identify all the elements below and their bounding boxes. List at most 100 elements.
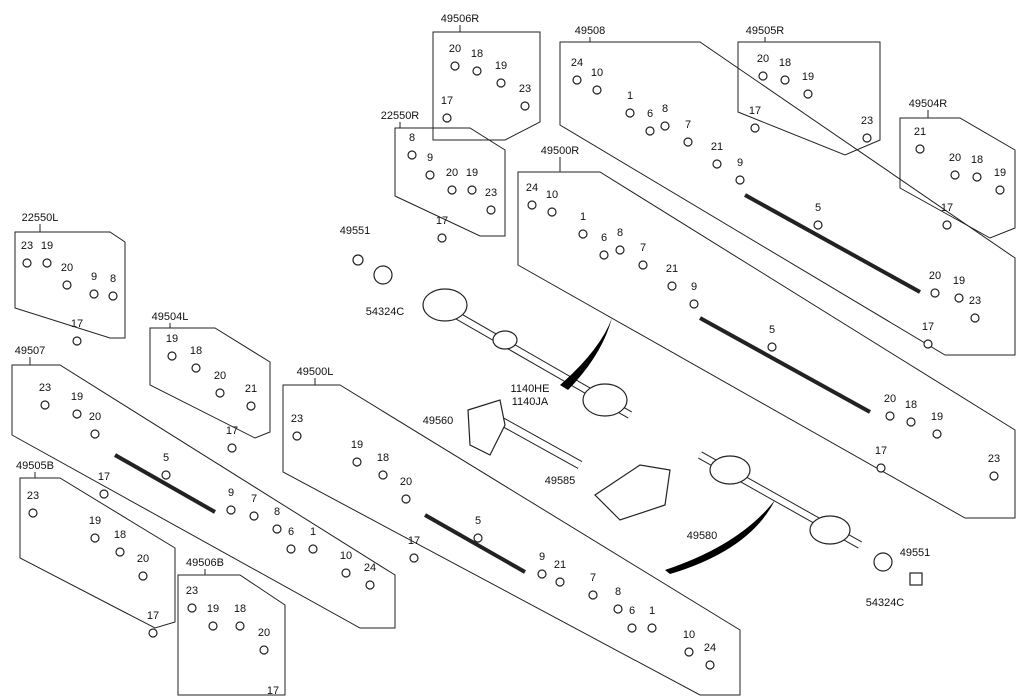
part-ring xyxy=(108,291,118,301)
part-number-label: 20 xyxy=(89,411,101,423)
part-ring xyxy=(705,660,715,670)
part-ring xyxy=(684,647,694,657)
part-ring xyxy=(409,553,419,563)
part-number-label: 23 xyxy=(27,490,39,502)
part-number-label: 17 xyxy=(147,610,159,622)
part-ring xyxy=(758,71,768,81)
part-ring xyxy=(22,258,32,268)
part-ring xyxy=(89,289,99,299)
cv-boot-outer xyxy=(422,288,468,322)
shaft-49500L xyxy=(424,513,526,574)
part-number-label: 19 xyxy=(166,333,178,345)
damper xyxy=(492,330,518,350)
part-number-label: 6 xyxy=(601,232,607,244)
part-number-label: 20 xyxy=(449,43,461,55)
part-ring xyxy=(578,229,588,239)
assembly-panel xyxy=(11,364,396,629)
assembly-title: 49500R xyxy=(541,145,580,157)
part-number-label: 18 xyxy=(114,529,126,541)
part-number-label: 10 xyxy=(546,189,558,201)
part-ring xyxy=(447,185,457,195)
part-number-label: 19 xyxy=(71,391,83,403)
part-number-label: 8 xyxy=(617,227,623,239)
part-ring xyxy=(689,299,699,309)
part-ring xyxy=(712,159,722,169)
callout-label: 54324C xyxy=(366,306,405,318)
assembly-title: 49505B xyxy=(16,460,54,472)
part-ring xyxy=(249,511,259,521)
part-number-label: 20 xyxy=(400,476,412,488)
part-number-label: 21 xyxy=(914,126,926,138)
part-ring xyxy=(191,363,201,373)
part-ring xyxy=(472,66,482,76)
part-number-label: 20 xyxy=(949,152,961,164)
part-ring xyxy=(246,401,256,411)
part-number-label: 20 xyxy=(446,167,458,179)
part-ring xyxy=(572,75,582,85)
part-number-label: 18 xyxy=(377,452,389,464)
part-number-label: 17 xyxy=(441,95,453,107)
part-ring xyxy=(450,61,460,71)
cv-boot-left-outer xyxy=(709,455,751,485)
part-number-label: 17 xyxy=(408,535,420,547)
part-ring xyxy=(442,113,452,123)
part-number-label: 23 xyxy=(21,240,33,252)
part-ring xyxy=(972,172,982,182)
part-ring xyxy=(638,260,648,270)
part-number-label: 20 xyxy=(214,370,226,382)
part-ring xyxy=(401,494,411,504)
part-ring xyxy=(660,121,670,131)
dust-ring-54324c xyxy=(373,265,393,285)
part-number-label: 19 xyxy=(89,515,101,527)
part-ring xyxy=(407,150,417,160)
part-ring xyxy=(425,170,435,180)
assembly-panel xyxy=(517,171,1016,519)
part-number-label: 19 xyxy=(207,603,219,615)
assembly-title: 49508 xyxy=(575,25,606,37)
part-number-label: 20 xyxy=(884,393,896,405)
part-ring xyxy=(292,431,302,441)
part-number-label: 23 xyxy=(988,453,1000,465)
callout-label: 49580 xyxy=(687,530,718,542)
assembly-title: 49505R xyxy=(746,25,785,37)
part-ring xyxy=(62,280,72,290)
part-number-label: 20 xyxy=(61,262,73,274)
part-ring xyxy=(42,258,52,268)
part-number-label: 18 xyxy=(234,603,246,615)
callout-label: 49585 xyxy=(545,475,576,487)
part-number-label: 9 xyxy=(539,551,545,563)
part-number-label: 1 xyxy=(649,605,655,617)
callout-label: 49560 xyxy=(423,415,454,427)
part-number-label: 9 xyxy=(427,152,433,164)
part-ring xyxy=(148,628,158,638)
part-ring xyxy=(970,313,980,323)
part-ring xyxy=(378,470,388,480)
part-ring xyxy=(473,533,483,543)
part-ring xyxy=(599,250,609,260)
assembly-panel xyxy=(19,477,176,629)
assembly-panel xyxy=(737,41,881,156)
part-ring xyxy=(683,137,693,147)
part-ring xyxy=(259,645,269,655)
assembly-title: 49507 xyxy=(15,345,46,357)
bearing-bracket xyxy=(467,399,506,456)
part-number-label: 6 xyxy=(629,605,635,617)
assembly-panel xyxy=(432,31,541,141)
assembly-panel xyxy=(282,384,741,696)
part-number-label: 19 xyxy=(495,60,507,72)
assembly-panel xyxy=(149,327,271,439)
assembly-title: 49500L xyxy=(297,366,334,378)
part-ring xyxy=(989,471,999,481)
part-ring xyxy=(588,590,598,600)
part-number-label: 7 xyxy=(685,119,691,131)
part-ring xyxy=(235,621,245,631)
part-number-label: 19 xyxy=(351,439,363,451)
part-number-label: 23 xyxy=(186,585,198,597)
part-number-label: 9 xyxy=(91,271,97,283)
part-ring xyxy=(930,288,940,298)
part-ring xyxy=(862,133,872,143)
part-number-label: 10 xyxy=(591,67,603,79)
assembly-title: 22550R xyxy=(381,110,420,122)
part-number-label: 18 xyxy=(190,345,202,357)
part-number-label: 23 xyxy=(39,382,51,394)
